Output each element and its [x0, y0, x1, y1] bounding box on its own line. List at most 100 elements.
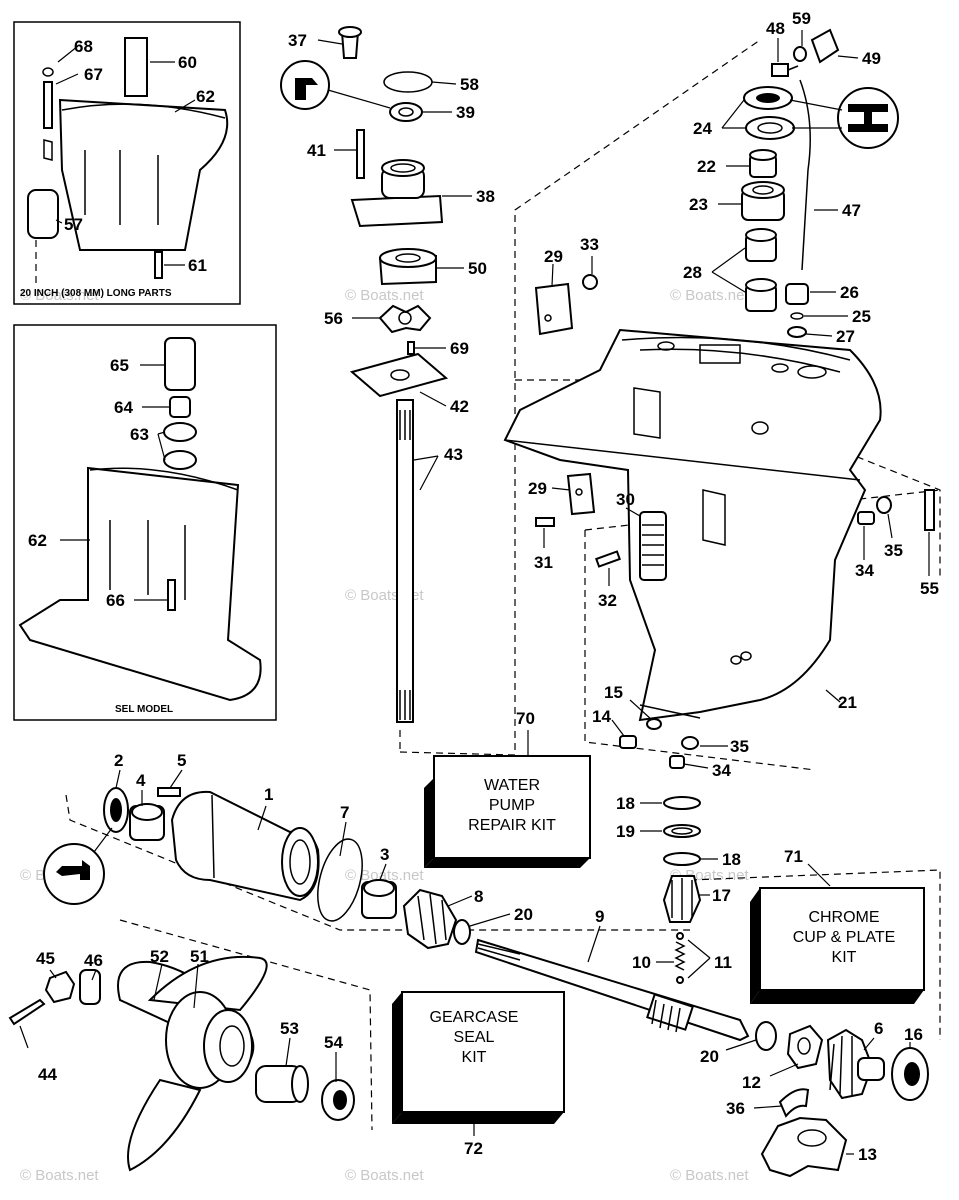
- callout-label: 20: [514, 905, 533, 924]
- kit-label-line: KIT: [832, 949, 857, 966]
- callout-label: 16: [904, 1025, 923, 1044]
- inset-sel-model: 65 64 63 62 66 SEL MODEL: [13, 324, 277, 721]
- sel-seal-part: [163, 450, 197, 470]
- callout-label: 34: [855, 561, 874, 580]
- ball-part: [676, 932, 684, 940]
- spacer-part: [79, 969, 101, 1005]
- callout-label: 7: [340, 803, 349, 822]
- sel-seal-part: [163, 422, 197, 442]
- kit-label-line: CUP & PLATE: [793, 929, 896, 946]
- screw-part: [595, 550, 621, 568]
- screw-part: [619, 735, 637, 749]
- callout-label: 39: [456, 103, 475, 122]
- kit-ref-number: 71: [784, 847, 803, 866]
- callout-label: 18: [722, 850, 741, 869]
- thrust-washer-part: [663, 852, 701, 866]
- callout-label: 55: [920, 579, 939, 598]
- clip-part: [810, 28, 840, 64]
- bearing-housing-group: 2 5 1 4 7 3 8 20: [43, 751, 533, 950]
- nut-part: [582, 274, 598, 290]
- callout-label: 25: [852, 307, 871, 326]
- kit-label-line: WATER: [484, 777, 540, 794]
- gearcase-hardware: 29 33 29 30 31 32 34 35 55 21 15 14 35 3…: [528, 235, 939, 780]
- callout-label: 20: [700, 1047, 719, 1066]
- callout-label: 47: [842, 201, 861, 220]
- bushing-part: [785, 283, 809, 305]
- callout-label: 56: [324, 309, 343, 328]
- callout-label: 37: [288, 31, 307, 50]
- propeller-shaft-group: 9: [474, 907, 750, 1042]
- clutch-dog-part: [786, 1024, 824, 1070]
- inset-frame: [13, 324, 277, 721]
- callout-label: 54: [324, 1033, 343, 1052]
- callout-label: 18: [616, 794, 635, 813]
- ball-part: [676, 976, 684, 984]
- callout-label: 33: [580, 235, 599, 254]
- callout-label: 57: [64, 215, 83, 234]
- kit-label-line: PUMP: [489, 797, 535, 814]
- callout-label: 32: [598, 591, 617, 610]
- kit-label-line: CHROME: [808, 909, 879, 926]
- seal-part: [787, 326, 807, 338]
- shift-lever-part: [778, 1088, 810, 1118]
- o-ring-part: [42, 67, 54, 77]
- watermark: © Boats.net: [670, 1167, 749, 1184]
- callout-label: 35: [730, 737, 749, 756]
- callout-label: 8: [474, 887, 483, 906]
- callout-label: 35: [884, 541, 903, 560]
- water-pump-kit-box: WATER PUMP REPAIR KIT 70: [424, 709, 591, 868]
- callout-label: 15: [604, 683, 623, 702]
- callout-label: 50: [468, 259, 487, 278]
- kit-label-line: SEAL: [454, 1029, 495, 1046]
- washer-part: [793, 46, 807, 62]
- washer-part: [755, 1021, 777, 1051]
- callout-label: 13: [858, 1145, 877, 1164]
- pipe-part: [27, 189, 59, 239]
- impeller-part: [378, 304, 432, 334]
- bearing-part: [745, 116, 795, 140]
- callout-label: 44: [38, 1065, 57, 1084]
- gearcase-housing: [503, 328, 882, 722]
- callout-label: 42: [450, 397, 469, 416]
- sel-bolt-part: [167, 579, 176, 611]
- callout-label: 45: [36, 949, 55, 968]
- chrome-cup-kit-box: CHROME CUP & PLATE KIT 71: [750, 847, 925, 1004]
- callout-label: 17: [712, 886, 731, 905]
- callout-label: 43: [444, 445, 463, 464]
- callout-label: 29: [528, 479, 547, 498]
- callout-label: 46: [84, 951, 103, 970]
- callout-label: 68: [74, 37, 93, 56]
- inset-caption: 20 INCH (308 MM) LONG PARTS: [20, 288, 172, 299]
- callout-label: 6: [874, 1019, 883, 1038]
- propeller-blade-part: [127, 1078, 202, 1172]
- inset-frame: [13, 21, 241, 305]
- callout-label: 69: [450, 339, 469, 358]
- callout-label: 23: [689, 195, 708, 214]
- callout-label: 3: [380, 845, 389, 864]
- callout-label: 4: [136, 771, 146, 790]
- callout-label: 48: [766, 19, 785, 38]
- dashed-guides: [65, 39, 941, 1131]
- cotter-pin-part: [8, 998, 46, 1026]
- watermark: © Boats.net: [20, 287, 99, 304]
- forward-gear-group: 20 6 16 12 36 13: [700, 1019, 929, 1178]
- plug-part: [857, 511, 875, 525]
- washer-part: [790, 312, 804, 320]
- spring-part: [674, 941, 686, 971]
- pinion-stack: 18 19 18 17 10 11: [616, 794, 741, 984]
- inset-long-parts: 68 60 67 62 57 61 20 INCH (308 MM) LONG …: [13, 21, 241, 305]
- callout-label: 62: [196, 87, 215, 106]
- o-ring-part: [383, 71, 433, 93]
- upper-right-parts: 48 59 49 24 22 23 47 28 26 25 27: [683, 9, 899, 346]
- inset-caption: SEL MODEL: [115, 704, 173, 715]
- callout-label: 53: [280, 1019, 299, 1038]
- callout-label: 52: [150, 947, 169, 966]
- callout-label: 63: [130, 425, 149, 444]
- kit-label-line: REPAIR KIT: [468, 817, 556, 834]
- seal-part: [389, 102, 423, 122]
- sel-pipe-part: [164, 337, 196, 391]
- callout-label: 22: [697, 157, 716, 176]
- callout-label: 11: [714, 953, 732, 972]
- pump-housing-part: [350, 194, 444, 228]
- callout-label: 31: [534, 553, 553, 572]
